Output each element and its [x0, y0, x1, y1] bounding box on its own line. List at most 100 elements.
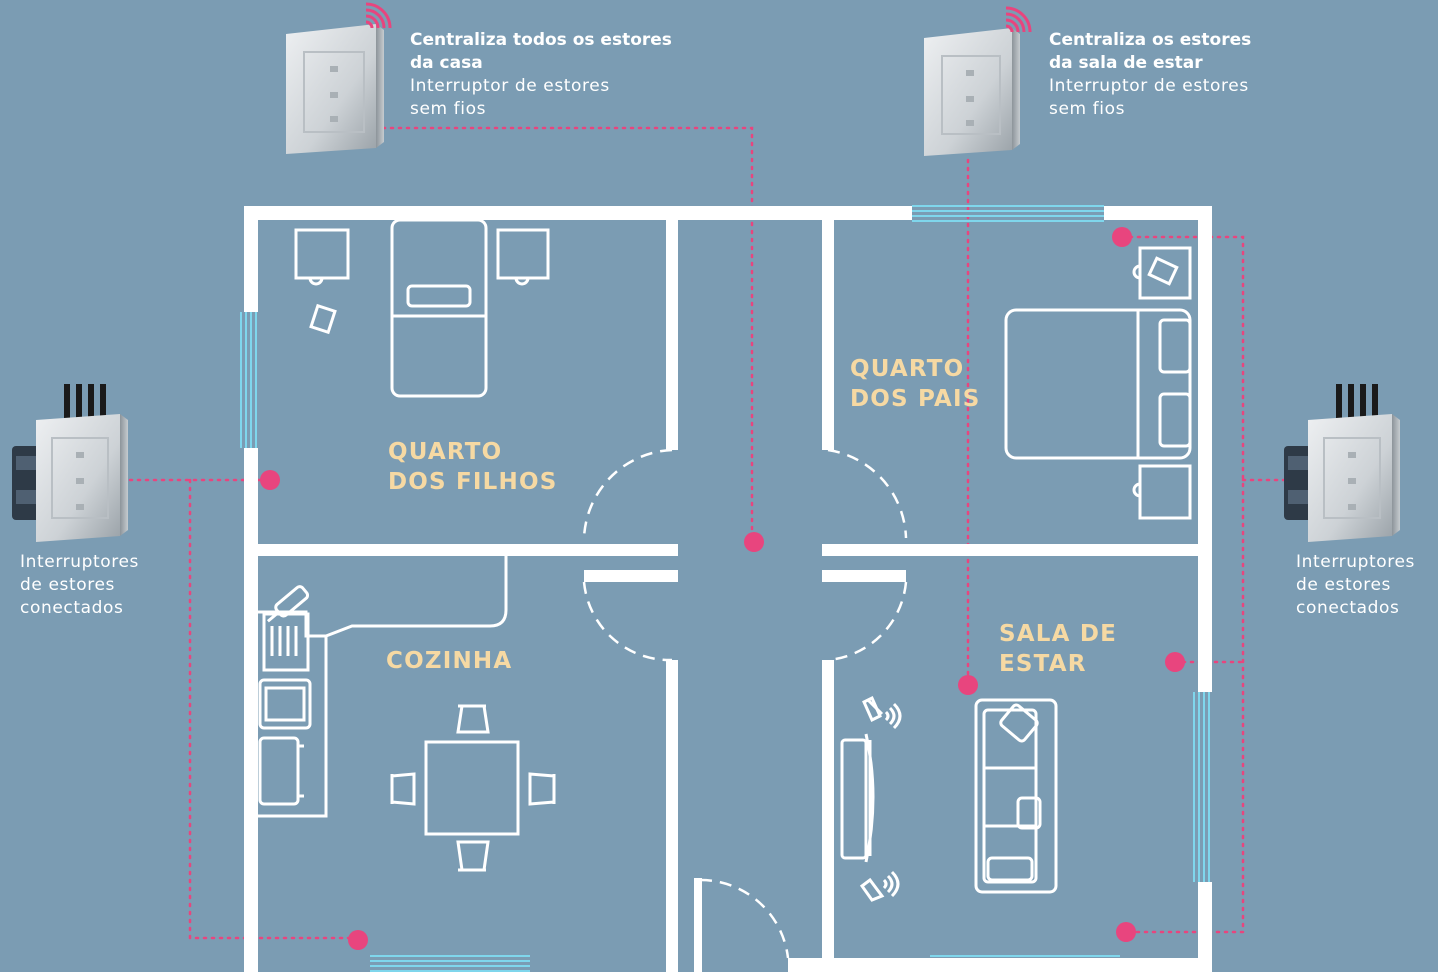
wall-mid-right-lower [822, 660, 834, 972]
caption-left: Interruptores de estores conectados [20, 551, 139, 620]
connection-line-left-lower [188, 478, 360, 940]
kids-bed [390, 218, 488, 398]
dot-parents-room [1112, 227, 1132, 247]
room-label-quarto-filhos: QUARTO DOS FILHOS [388, 437, 558, 497]
room-label-sala-2: ESTAR [999, 651, 1087, 677]
chair-top [456, 704, 490, 734]
wireless-signal-icon [1005, 6, 1032, 33]
caption-right: Interruptores de estores conectados [1296, 551, 1415, 620]
speaker-bottom-icon [859, 870, 900, 902]
caption-top-right-sub-2: sem fios [1049, 99, 1126, 119]
door-arcs [582, 448, 908, 959]
wall-left-top [244, 206, 258, 312]
caption-top-left: Centraliza todos os estores da casa Inte… [410, 29, 672, 121]
kitchen-furniture [258, 556, 556, 872]
room-label-quarto-filhos-1: QUARTO [388, 439, 503, 465]
caption-top-right-sub-1: Interruptor de estores [1049, 76, 1249, 96]
wires-icon [1336, 384, 1378, 420]
door-arc-bottom-right [827, 581, 908, 662]
tv-cabinet [840, 738, 868, 860]
wireless-signal-icon [365, 2, 392, 29]
dot-living-right [1165, 652, 1185, 672]
connection-dots [260, 227, 1185, 950]
caption-right-line-2: de estores [1296, 575, 1391, 595]
window-right [1193, 692, 1210, 882]
wall-mid-right-upper [822, 220, 834, 450]
speaker-top-icon [862, 695, 902, 730]
windows [240, 205, 1210, 972]
entrance-door-leaf [694, 878, 702, 972]
wireless-switch-top-left [286, 2, 392, 154]
wall-top-left [244, 206, 912, 220]
room-label-quarto-pais-2: DOS PAIS [850, 386, 981, 412]
door-arc-top-right [827, 448, 908, 539]
wall-horizontal-right [822, 544, 1198, 556]
wireless-switch-top-right [924, 6, 1032, 156]
caption-right-line-3: conectados [1296, 598, 1400, 618]
door-arc-top-left [582, 448, 673, 539]
caption-left-line-3: conectados [20, 598, 124, 618]
dot-bottom-right [1116, 922, 1136, 942]
window-left [240, 312, 257, 448]
wall-left-bottom [244, 448, 258, 972]
caption-top-right: Centraliza os estores da sala de estar I… [1049, 29, 1251, 121]
window-bottom-left [370, 955, 530, 972]
room-label-cozinha: COZINHA [386, 646, 512, 676]
small-square [309, 303, 337, 335]
caption-top-right-title-2: da sala de estar [1049, 53, 1203, 73]
room-label-cozinha-1: COZINHA [386, 648, 513, 674]
parents-room-furniture [1004, 246, 1192, 520]
room-label-quarto-pais-1: QUARTO [850, 356, 965, 382]
wall-right-bottom [1198, 882, 1212, 972]
caption-right-line-1: Interruptores [1296, 552, 1415, 572]
walls [244, 206, 1212, 972]
wall-top-right [1104, 206, 1212, 220]
dot-hallway [744, 532, 764, 552]
door-arc-entrance [699, 878, 790, 959]
tv-screen [864, 733, 875, 863]
wall-stub-left [584, 570, 678, 582]
room-label-sala: SALA DE ESTAR [999, 619, 1117, 679]
door-arc-bottom-left [582, 581, 673, 662]
caption-left-line-1: Interruptores [20, 552, 139, 572]
caption-top-left-sub-2: sem fios [410, 99, 487, 119]
fridge [258, 736, 300, 806]
parents-nightstand-bottom [1138, 464, 1192, 520]
parents-nightstand-top [1138, 246, 1192, 300]
living-room-furniture [840, 695, 1058, 902]
wall-mid-left-upper [666, 220, 678, 450]
sofa [974, 698, 1058, 894]
wall-horizontal-left [258, 544, 678, 556]
chair-bottom [456, 840, 490, 872]
parents-bed [1004, 308, 1192, 460]
connection-line-right [1120, 235, 1245, 934]
wall-right-top [1198, 206, 1212, 692]
sink [258, 678, 312, 730]
window-top-right [912, 205, 1104, 222]
chair-right [528, 772, 556, 806]
caption-top-left-title-1: Centraliza todos os estores [410, 30, 672, 50]
caption-top-left-title-2: da casa [410, 53, 483, 73]
dot-kids-room [260, 470, 280, 490]
caption-top-right-title-1: Centraliza os estores [1049, 30, 1252, 50]
faucet-icon [266, 585, 310, 623]
wall-bottom-right [788, 958, 1198, 972]
caption-left-line-2: de estores [20, 575, 115, 595]
wired-switch-right [1284, 384, 1400, 542]
chair-left [390, 772, 416, 806]
wires-icon [64, 384, 106, 420]
dot-bottom-left [348, 930, 368, 950]
dot-living-room [958, 675, 978, 695]
dining-table [424, 740, 520, 836]
wall-stub-right [822, 570, 906, 582]
nightstand-left [294, 228, 350, 280]
wall-mid-left-lower [666, 660, 678, 972]
room-label-quarto-pais: QUARTO DOS PAIS [850, 354, 981, 414]
nightstand-right [496, 228, 550, 280]
room-label-quarto-filhos-2: DOS FILHOS [388, 469, 558, 495]
caption-top-left-sub-1: Interruptor de estores [410, 76, 610, 96]
kitchen-counter [258, 556, 508, 818]
connection-line-top-left [373, 126, 754, 544]
wired-switch-left [12, 384, 128, 542]
